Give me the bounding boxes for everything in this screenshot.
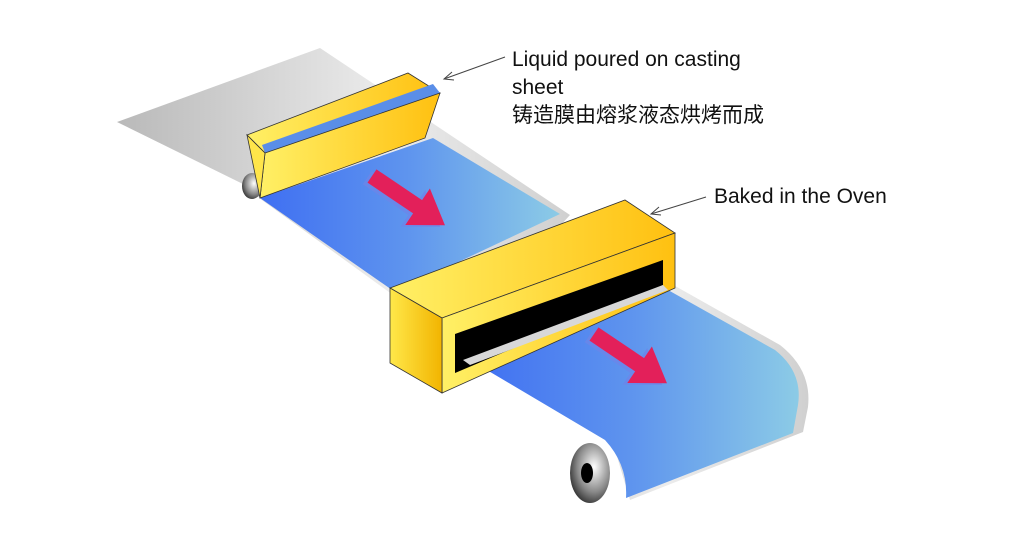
casting-label-line2: sheet	[512, 76, 564, 99]
oven-label: Baked in the Oven	[714, 185, 887, 208]
callout-casting	[442, 56, 506, 81]
flow-arrow-2	[584, 327, 667, 385]
roller-hole	[581, 463, 593, 483]
oven	[389, 199, 676, 394]
casting-label-line1: Liquid poured on casting	[512, 48, 741, 71]
callout-oven	[649, 196, 707, 216]
casting-label-chinese: 铸造膜由熔浆液态烘烤而成	[512, 103, 764, 127]
casting-box	[246, 72, 441, 199]
flow-arrow-1	[362, 169, 445, 227]
